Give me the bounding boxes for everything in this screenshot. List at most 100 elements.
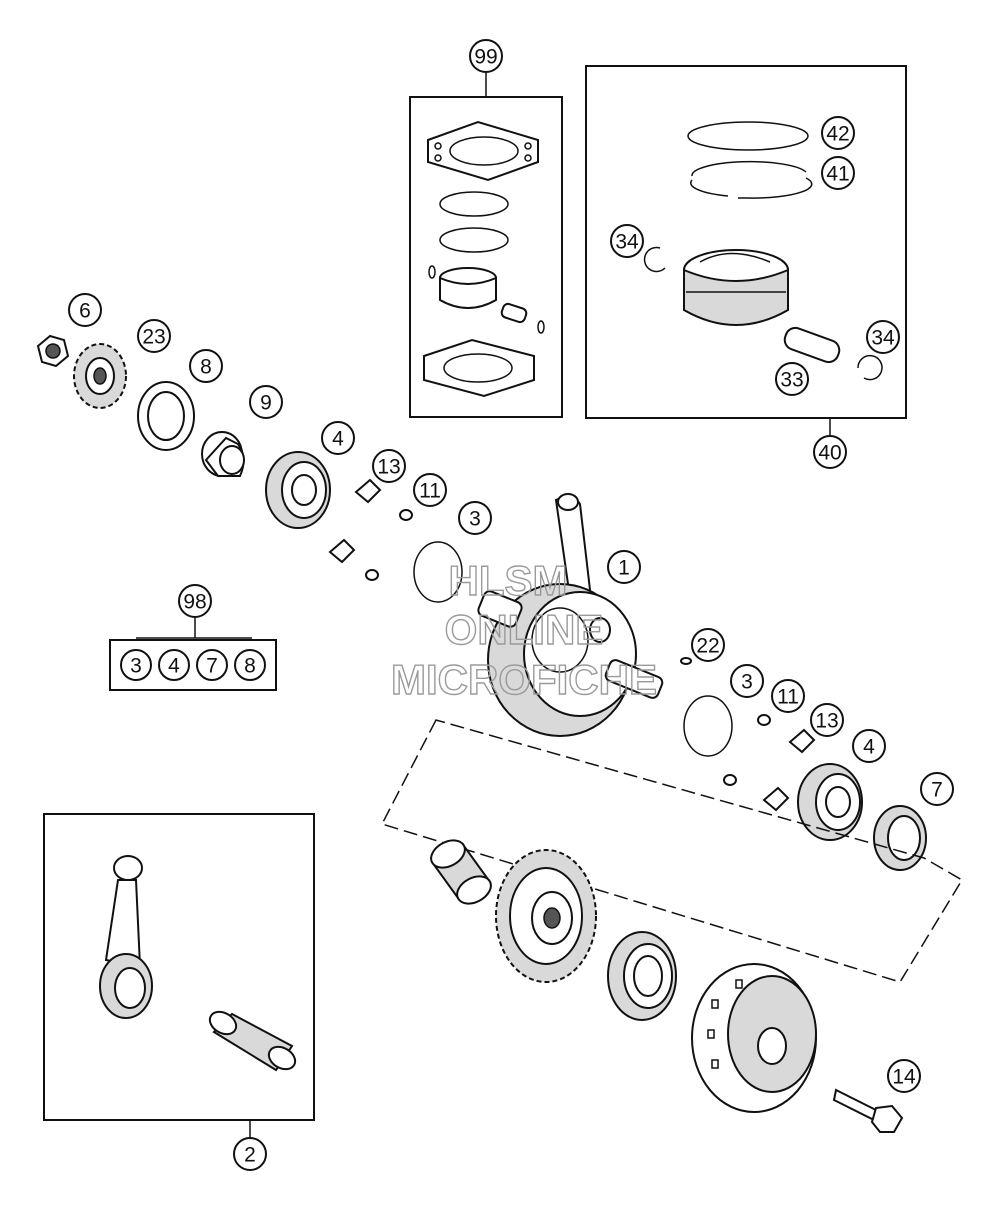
callout-11-left[interactable]: 11 xyxy=(413,473,447,507)
svg-text:1: 1 xyxy=(618,557,630,580)
callout-3-left[interactable]: 3 xyxy=(458,501,492,535)
piston-pin xyxy=(783,326,841,364)
svg-text:3: 3 xyxy=(469,508,481,531)
kit-98-group: 3 4 7 8 xyxy=(109,616,277,691)
svg-text:ONLINE: ONLINE xyxy=(445,606,604,653)
kit-40-box xyxy=(585,65,907,419)
kit-98-item-4[interactable]: 8 xyxy=(234,649,266,681)
svg-text:7: 7 xyxy=(206,655,218,678)
gear-23 xyxy=(73,343,127,409)
svg-text:41: 41 xyxy=(826,163,849,186)
callout-3-right[interactable]: 3 xyxy=(730,664,764,698)
nut-6 xyxy=(36,334,70,368)
svg-text:11: 11 xyxy=(419,480,441,503)
screw-11-right xyxy=(723,714,771,786)
connecting-rod xyxy=(99,855,153,1019)
kit-98-item-1[interactable]: 3 xyxy=(120,649,152,681)
circlip-left xyxy=(643,246,666,273)
shim-3-right xyxy=(683,695,733,757)
seal-8 xyxy=(137,381,195,451)
needle-bearing xyxy=(430,839,492,905)
svg-text:3: 3 xyxy=(130,655,142,678)
piston-ring-42 xyxy=(687,121,809,151)
svg-text:99: 99 xyxy=(474,46,497,69)
svg-text:4: 4 xyxy=(168,655,180,678)
callout-41[interactable]: 41 xyxy=(821,156,855,190)
callout-7[interactable]: 7 xyxy=(920,772,954,806)
svg-text:HLSM: HLSM xyxy=(449,557,568,604)
bolt-14 xyxy=(832,1088,904,1133)
flywheel-rotor xyxy=(691,963,817,1113)
svg-text:3: 3 xyxy=(741,671,753,694)
kit-98-item-2[interactable]: 4 xyxy=(158,649,190,681)
callout-14[interactable]: 14 xyxy=(887,1059,921,1093)
svg-text:11: 11 xyxy=(777,686,799,709)
kit-98-item-3[interactable]: 7 xyxy=(196,649,228,681)
svg-text:40: 40 xyxy=(818,442,841,465)
bearing-4-left xyxy=(265,451,331,529)
kit-40-group xyxy=(585,65,907,436)
seal-7 xyxy=(873,805,927,871)
piston-ring-41 xyxy=(689,160,813,199)
callout-34-right[interactable]: 34 xyxy=(866,320,900,354)
callout-34-left[interactable]: 34 xyxy=(610,224,644,258)
watermark: HLSM ONLINE MICROFICHE xyxy=(390,556,657,703)
callout-13-left[interactable]: 13 xyxy=(372,449,406,483)
freewheel xyxy=(607,931,677,1021)
callout-9[interactable]: 9 xyxy=(249,385,283,419)
svg-text:23: 23 xyxy=(142,326,165,349)
retainer-13-left xyxy=(328,478,382,564)
subassembly-outline xyxy=(380,719,964,983)
screw-11-left xyxy=(365,509,413,581)
svg-text:13: 13 xyxy=(815,710,838,733)
svg-text:34: 34 xyxy=(615,231,639,254)
callout-40[interactable]: 40 xyxy=(813,435,847,469)
starter-gear xyxy=(495,849,597,983)
svg-text:4: 4 xyxy=(863,736,875,759)
circlip-right xyxy=(857,354,883,381)
callout-4-right[interactable]: 4 xyxy=(852,729,886,763)
piston xyxy=(683,249,789,326)
svg-text:8: 8 xyxy=(200,356,212,379)
callout-98[interactable]: 98 xyxy=(178,584,212,618)
callout-6[interactable]: 6 xyxy=(68,293,102,327)
svg-text:42: 42 xyxy=(826,123,849,146)
svg-text:4: 4 xyxy=(332,428,344,451)
head-gasket-top xyxy=(427,120,539,182)
svg-text:98: 98 xyxy=(183,591,206,614)
kit-2-box xyxy=(43,813,315,1121)
spacer-9 xyxy=(201,431,245,477)
kit-ring-1 xyxy=(439,191,509,217)
callout-1[interactable]: 1 xyxy=(607,550,641,584)
callout-2[interactable]: 2 xyxy=(233,1137,267,1171)
svg-text:MICROFICHE: MICROFICHE xyxy=(391,656,657,703)
callout-33[interactable]: 33 xyxy=(775,362,809,396)
kit-piston xyxy=(428,265,545,334)
callout-22[interactable]: 22 xyxy=(691,628,725,662)
crankshaft-1 xyxy=(477,493,664,737)
svg-text:33: 33 xyxy=(780,369,803,392)
kit-2-group xyxy=(43,813,315,1138)
svg-text:9: 9 xyxy=(260,392,272,415)
callout-8[interactable]: 8 xyxy=(189,349,223,383)
kit-ring-2 xyxy=(439,227,509,253)
svg-text:13: 13 xyxy=(377,456,400,479)
callout-23[interactable]: 23 xyxy=(137,319,171,353)
svg-text:6: 6 xyxy=(79,300,91,323)
shim-3-left xyxy=(413,541,463,603)
svg-text:14: 14 xyxy=(892,1066,916,1089)
callout-99[interactable]: 99 xyxy=(469,39,503,73)
svg-text:34: 34 xyxy=(871,327,895,350)
kit-98-box xyxy=(109,639,277,691)
base-gasket xyxy=(423,338,535,398)
callout-4-left[interactable]: 4 xyxy=(321,421,355,455)
svg-text:7: 7 xyxy=(931,779,943,802)
callout-11-right[interactable]: 11 xyxy=(771,679,805,713)
bearing-4-right xyxy=(797,763,863,841)
kit-99-group xyxy=(409,72,563,418)
callout-13-right[interactable]: 13 xyxy=(810,703,844,737)
callout-42[interactable]: 42 xyxy=(821,116,855,150)
svg-text:2: 2 xyxy=(244,1144,256,1167)
key-22 xyxy=(680,657,692,665)
